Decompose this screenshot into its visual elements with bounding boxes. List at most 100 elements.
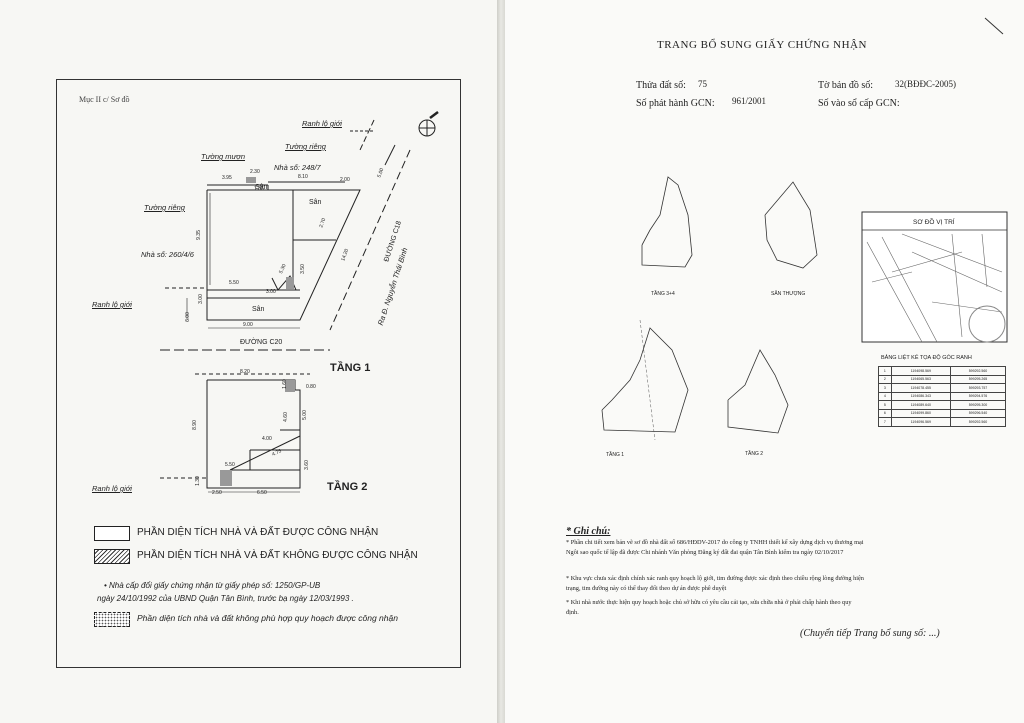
table-cell: 1194099.860 — [890, 408, 951, 418]
table-cell: 599296.540 — [949, 408, 1007, 418]
thua-dat-label: Thửa đất số: — [636, 80, 686, 91]
table-cell: 599292.560 — [949, 366, 1007, 376]
label-nha-so-left: Nhà số: 260/4/6 — [141, 250, 194, 259]
note-1: * Phần chi tiết xem bản vẽ sơ đồ nhà đất… — [566, 539, 864, 546]
page-title: TRANG BỔ SUNG GIẤY CHỨNG NHẬN — [657, 39, 867, 51]
table-cell: 599295.265 — [949, 374, 1007, 384]
table-cell: 599295.300 — [949, 400, 1007, 410]
label-san-1: Sân — [255, 184, 268, 191]
label-tuong-rieng-left: Tường riêng — [144, 203, 185, 212]
table-cell: 1194098.569 — [890, 366, 951, 376]
dim: 0.80 — [306, 384, 316, 390]
drawing-frame — [56, 79, 461, 668]
to-ban-do-label: Tờ bản đồ số: — [818, 80, 874, 91]
table-cell: 1194078.455 — [890, 383, 951, 393]
floor2-title: TẦNG 2 — [327, 481, 368, 493]
legend-swatch-recognized — [94, 526, 130, 541]
dim: 1.60 — [281, 379, 288, 389]
section-label: Mục II c/ Sơ đồ — [79, 95, 130, 104]
left-page — [0, 0, 497, 723]
floor1-plan — [160, 111, 439, 351]
table-cell: 3 — [878, 383, 892, 393]
table-cell: 6 — [878, 408, 892, 418]
table-cell: 2 — [878, 374, 892, 384]
sketch-tang34 — [641, 176, 693, 268]
so-vao-so-label: Số vào sổ cấp GCN: — [818, 98, 900, 109]
sketch-tang1 — [601, 319, 689, 441]
location-map — [861, 211, 1008, 343]
legend-dotted: Phần diện tích nhà và đất không phù hợp … — [137, 613, 398, 623]
note-line-1: • Nhà cấp đổi giấy chứng nhận từ giấy ph… — [104, 581, 321, 590]
ghi-chu-title: * Ghi chú: — [566, 526, 611, 537]
dim: 4.00 — [262, 436, 272, 442]
continued-label: (Chuyển tiếp Trang bổ sung số: ...) — [800, 628, 940, 639]
map-title: SƠ ĐỒ VỊ TRÍ — [913, 219, 955, 226]
label-san-2: Sân — [309, 199, 322, 206]
label-nha-so-right: Nhà số: 248/7 — [274, 163, 321, 172]
note-1b: Ngôi sao quốc tế lập đã được Chi nhánh V… — [566, 549, 844, 556]
table-cell: 1194065.563 — [890, 374, 951, 384]
dim: 9.00 — [243, 322, 253, 328]
dim: 2.30 — [250, 169, 260, 175]
sketch-san-thuong — [764, 181, 818, 269]
legend-recognized: PHẦN DIỆN TÍCH NHÀ VÀ ĐẤT ĐƯỢC CÔNG NHẬN — [137, 527, 379, 538]
label-ranh-gioi-left: Ranh lộ giới — [92, 300, 132, 309]
legend-swatch-dotted — [94, 612, 130, 627]
legend-unrecognized: PHẦN DIỆN TÍCH NHÀ VÀ ĐẤT KHÔNG ĐƯỢC CÔN… — [137, 550, 418, 561]
table-cell: 5 — [878, 400, 892, 410]
table-cell: 1194096.569 — [890, 417, 951, 427]
dim: 5.50 — [229, 280, 239, 286]
sketch-label-san-thuong: SÂN THƯỢNG — [771, 291, 806, 297]
table-cell: 599292.560 — [949, 417, 1007, 427]
dim: 3.00 — [266, 289, 276, 295]
note-3: * Khi nhà nước thực hiện quy hoạch hoặc … — [566, 599, 852, 606]
legend-swatch-unrecognized — [94, 549, 130, 564]
dim: 1.35 — [254, 186, 264, 192]
table-cell: 599293.757 — [949, 383, 1007, 393]
sketch-label-tang2: TẦNG 2 — [745, 451, 764, 457]
label-tuong-rieng-top: Tường riêng — [285, 142, 326, 151]
corner-mark — [984, 17, 1004, 35]
sketch-label-tang34: TẦNG 3+4 — [651, 291, 675, 297]
label-ranh-gioi-f2: Ranh lộ giới — [92, 484, 132, 493]
dim: 3.95 — [222, 175, 232, 181]
so-phat-hanh-value: 961/2001 — [732, 96, 767, 106]
dim: 2.00 — [340, 177, 350, 183]
dim: 5.00 — [301, 410, 308, 420]
dim: 6.50 — [257, 490, 267, 496]
dim: 8.20 — [240, 369, 250, 375]
floor2-plan — [160, 373, 310, 493]
table-cell: 599294.576 — [949, 391, 1007, 401]
page-fold — [497, 0, 505, 723]
dim: 1.30 — [194, 476, 201, 486]
dim: 3.60 — [303, 460, 310, 470]
table-cell: 1 — [878, 366, 892, 376]
table-cell: 1194086.343 — [890, 391, 951, 401]
label-ranh-gioi-top: Ranh lộ giới — [302, 119, 342, 128]
table-cell: 1194089.640 — [890, 400, 951, 410]
floor1-title: TẦNG 1 — [330, 362, 371, 374]
so-phat-hanh-label: Số phát hành GCN: — [636, 98, 715, 109]
dim: 8.10 — [298, 174, 308, 180]
label-san-3: Sân — [252, 306, 265, 313]
dim: 5.50 — [225, 462, 235, 468]
thua-dat-value: 75 — [698, 79, 707, 89]
dim: 8.90 — [191, 420, 198, 430]
note-line-2: ngày 24/10/1992 của UBND Quận Tân Bình, … — [97, 594, 354, 603]
sketch-label-tang1: TẦNG 1 — [606, 452, 625, 458]
dim: 4.60 — [282, 412, 289, 422]
label-tuong-muon: Tường mượn — [201, 152, 246, 161]
table-cell: 4 — [878, 391, 892, 401]
to-ban-do-value: 32(BĐĐC-2005) — [895, 79, 956, 89]
coord-table-title: BẢNG LIỆT KÊ TỌA ĐỘ GÓC RANH — [881, 355, 972, 361]
right-page — [505, 0, 1024, 723]
dim: 2.50 — [212, 490, 222, 496]
sketch-tang2 — [727, 349, 789, 434]
